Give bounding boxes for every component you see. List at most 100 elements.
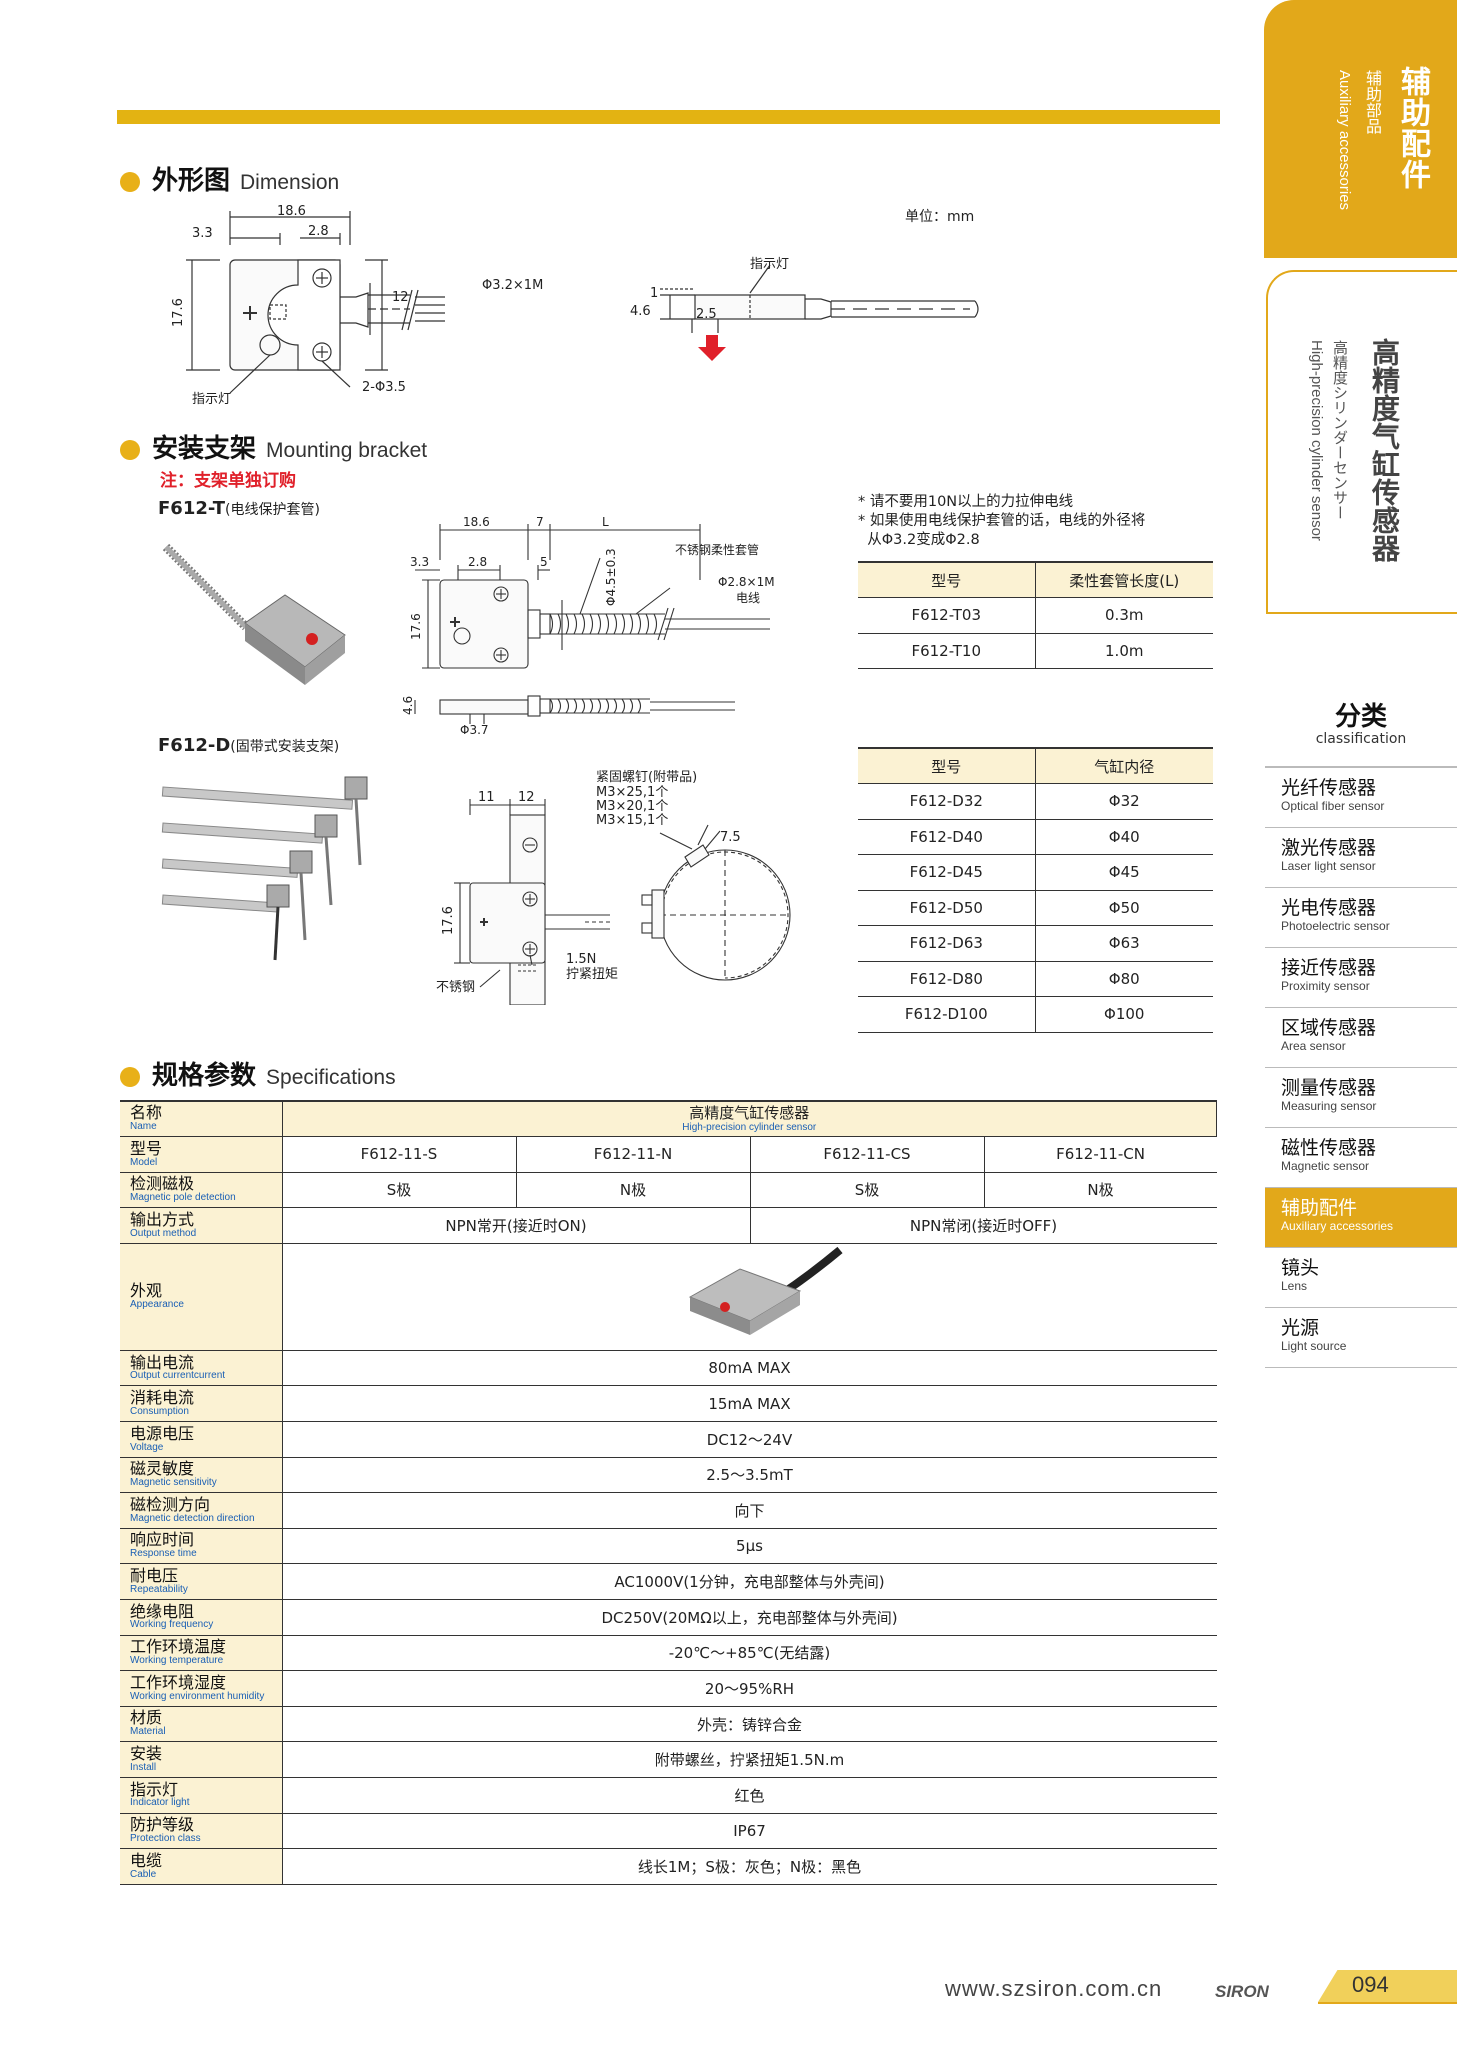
category-label: 测量传感器: [1281, 1077, 1377, 1099]
spec-label-en: Appearance: [130, 1299, 184, 1311]
table-cell: F612-D45: [858, 854, 1036, 891]
spec-value: 5μs: [282, 1528, 1217, 1565]
model-d-heading: F612-D(固带式安装支架): [158, 735, 339, 756]
spec-label-cn: 消耗电流: [130, 1388, 195, 1408]
t-dim-L: L: [602, 515, 609, 529]
dim-indicator: 指示灯: [192, 392, 231, 405]
category-sub: Measuring sensor: [1281, 1098, 1377, 1113]
spec-value: DC12～24V: [282, 1421, 1217, 1458]
d-dim-75: 7.5: [720, 830, 741, 845]
sensor-product-image: [688, 1246, 843, 1335]
t-dim-33: 3.3: [410, 555, 429, 569]
category-sub: Light source: [1281, 1338, 1347, 1353]
spec-value: S极: [282, 1172, 517, 1209]
table-cell: 型号: [858, 561, 1036, 598]
bracket-t-drawing: 18.6 7 L 3.3 2.8 5 Φ4.5±0.3 不锈钢柔性套管 Φ2.8…: [401, 515, 775, 735]
category-label: 接近传感器: [1281, 957, 1377, 979]
classification-en: classification: [1315, 731, 1407, 747]
d-dim-11: 11: [478, 790, 495, 805]
table-cell: F612-D40: [858, 819, 1036, 855]
spec-label-en: Working frequency: [130, 1619, 214, 1631]
d-dim-176: 17.6: [441, 906, 456, 935]
table-cell: Φ100: [1035, 996, 1213, 1033]
category-sub: Laser light sensor: [1281, 858, 1376, 873]
spec-label-cn: 指示灯: [130, 1779, 179, 1799]
t-dim-5: 5: [540, 555, 548, 569]
section-specs-heading: 规格参数 Specifications: [120, 1055, 396, 1092]
section-title-cn: 安装支架: [152, 434, 257, 464]
tab2-title-en: High-precision cylinder sensor: [1308, 340, 1325, 541]
spec-value: AC1000V(1分钟，充电部整体与外壳间): [282, 1563, 1217, 1601]
spec-label-en: Output method: [130, 1227, 197, 1239]
table-cell: Φ50: [1035, 890, 1213, 926]
spec-value-cn: 高精度气缸传感器: [689, 1104, 810, 1123]
category-sub: Magnetic sensor: [1281, 1158, 1370, 1173]
spec-label-en: Working temperature: [130, 1655, 224, 1667]
dim-186: 18.6: [277, 205, 306, 219]
dim-holes: 2-Φ3.5: [362, 380, 406, 395]
sidebar-tab-auxiliary[interactable]: 辅助配件 辅助部品 Auxiliary accessories: [1264, 0, 1457, 258]
spec-label-en: Material: [130, 1726, 166, 1738]
spec-label-cn: 型号: [130, 1138, 163, 1158]
dimension-drawing-side: 1 4.6 2.5 指示灯: [630, 257, 979, 361]
spec-label-en: Voltage: [130, 1441, 164, 1453]
table-cell: F612-D32: [858, 783, 1036, 820]
table-cell: F612-D50: [858, 890, 1036, 926]
dim-28: 2.8: [308, 224, 329, 239]
table-cell: 1.0m: [1035, 633, 1213, 669]
spec-label-cn: 安装: [130, 1744, 163, 1764]
spec-value: 线长1M；S极：灰色；N极：黑色: [282, 1848, 1217, 1885]
page-number: 094: [1352, 1972, 1389, 1997]
spec-value: NPN常闭(接近时OFF): [750, 1207, 1217, 1244]
d-dim-12: 12: [518, 790, 535, 805]
table-cell: Φ32: [1035, 783, 1213, 820]
spec-value: 15mA MAX: [282, 1385, 1217, 1423]
footer-url[interactable]: www.szsiron.com.cn: [945, 1976, 1163, 2001]
spec-label-cn: 磁灵敏度: [130, 1459, 195, 1479]
table-cell: F612-D100: [858, 996, 1036, 1033]
category-label: 区域传感器: [1281, 1017, 1377, 1039]
section-title-en: Mounting bracket: [266, 439, 428, 462]
dim-12: 12: [392, 290, 409, 305]
spec-label-en: Repeatability: [130, 1583, 188, 1595]
spec-value: 20～95%RH: [282, 1670, 1217, 1707]
sidebar-tab-cylinder[interactable]: 高精度气缸传感器 高精度シリンダーセンサー High-precision cyl…: [1266, 270, 1457, 614]
t-dim-28: 2.8: [468, 555, 487, 569]
spec-value: S极: [750, 1172, 985, 1209]
unit-label: 单位：mm: [905, 209, 975, 225]
section-title-en: Dimension: [240, 171, 340, 194]
model-t-desc: (电线保护套管): [224, 502, 320, 518]
